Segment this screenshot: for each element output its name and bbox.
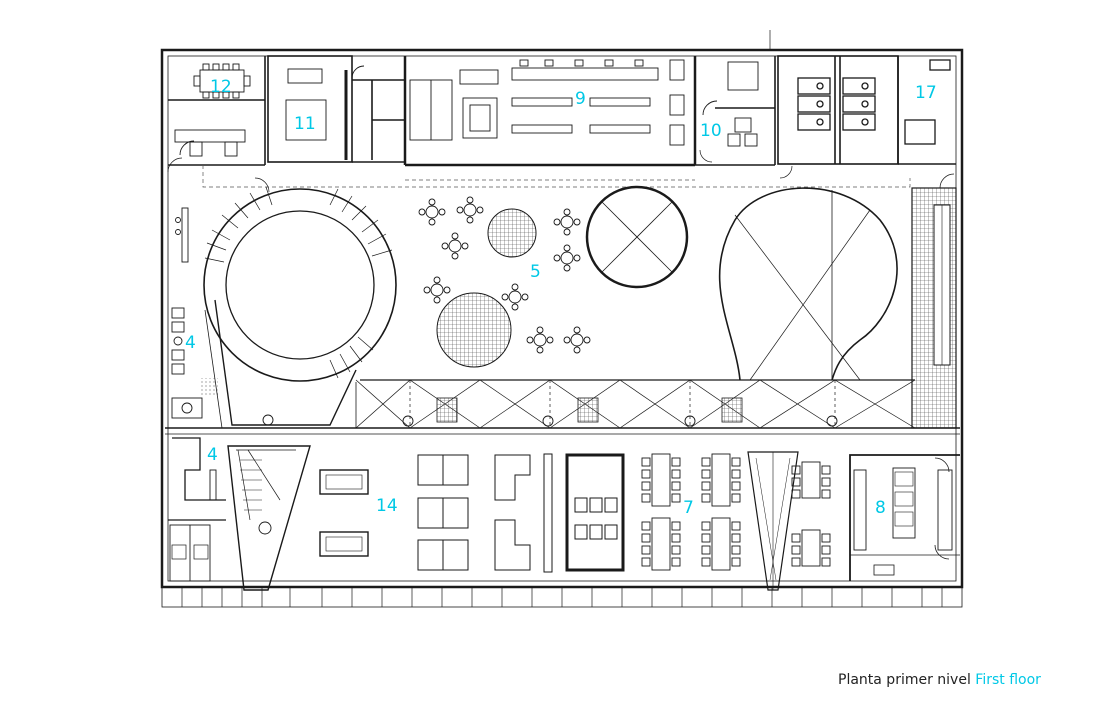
caption-spanish: Planta primer nivel: [838, 672, 971, 688]
cafe-area: [262, 379, 916, 429]
stair-treads: [204, 186, 393, 379]
lower-toilets: [565, 453, 625, 572]
game-tables: [319, 453, 553, 573]
room-label-17: 17: [915, 83, 937, 103]
building-outline: [160, 48, 964, 608]
lower-left-rooms: [168, 437, 226, 582]
left-lounge-furniture: [171, 207, 203, 419]
plan-caption: Planta primer nivel First floor: [838, 672, 1041, 688]
room-10-furniture: [702, 61, 759, 147]
cafe-tables: [418, 196, 591, 354]
toilet-stalls: [797, 59, 951, 145]
room-labels: 12 11 9 10 17 5 4 4 14 7 8: [185, 77, 937, 518]
room-11-furniture: [285, 65, 365, 141]
room-label-7: 7: [683, 498, 694, 518]
caption-english: First floor: [975, 672, 1041, 688]
dining-tables: [641, 453, 831, 571]
top-room-walls: [168, 55, 956, 167]
skylight-large: [436, 292, 512, 368]
room-label-14: 14: [376, 496, 398, 516]
skylight-small: [487, 208, 537, 258]
round-void: [585, 185, 689, 289]
library-furniture: [409, 59, 685, 146]
right-stair-strip: [911, 173, 957, 429]
teardrop-void: [718, 187, 898, 381]
lower-stair-wedge: [227, 445, 311, 591]
circular-staircase: [203, 188, 397, 429]
kitchen: [849, 454, 960, 581]
room-label-11: 11: [294, 114, 316, 134]
room-label-5: 5: [530, 262, 541, 282]
facade-mullions: [181, 587, 943, 607]
room-label-9: 9: [575, 89, 586, 109]
corridor-dashed: [202, 165, 911, 188]
door-swings: [167, 30, 793, 193]
room-label-4-upper: 4: [185, 333, 196, 353]
room-label-8: 8: [875, 498, 886, 518]
conference-table: [174, 63, 251, 157]
room-label-4-lower: 4: [207, 445, 218, 465]
room-label-12: 12: [210, 77, 232, 97]
triangle-column: [747, 451, 799, 591]
room-label-10: 10: [700, 121, 722, 141]
